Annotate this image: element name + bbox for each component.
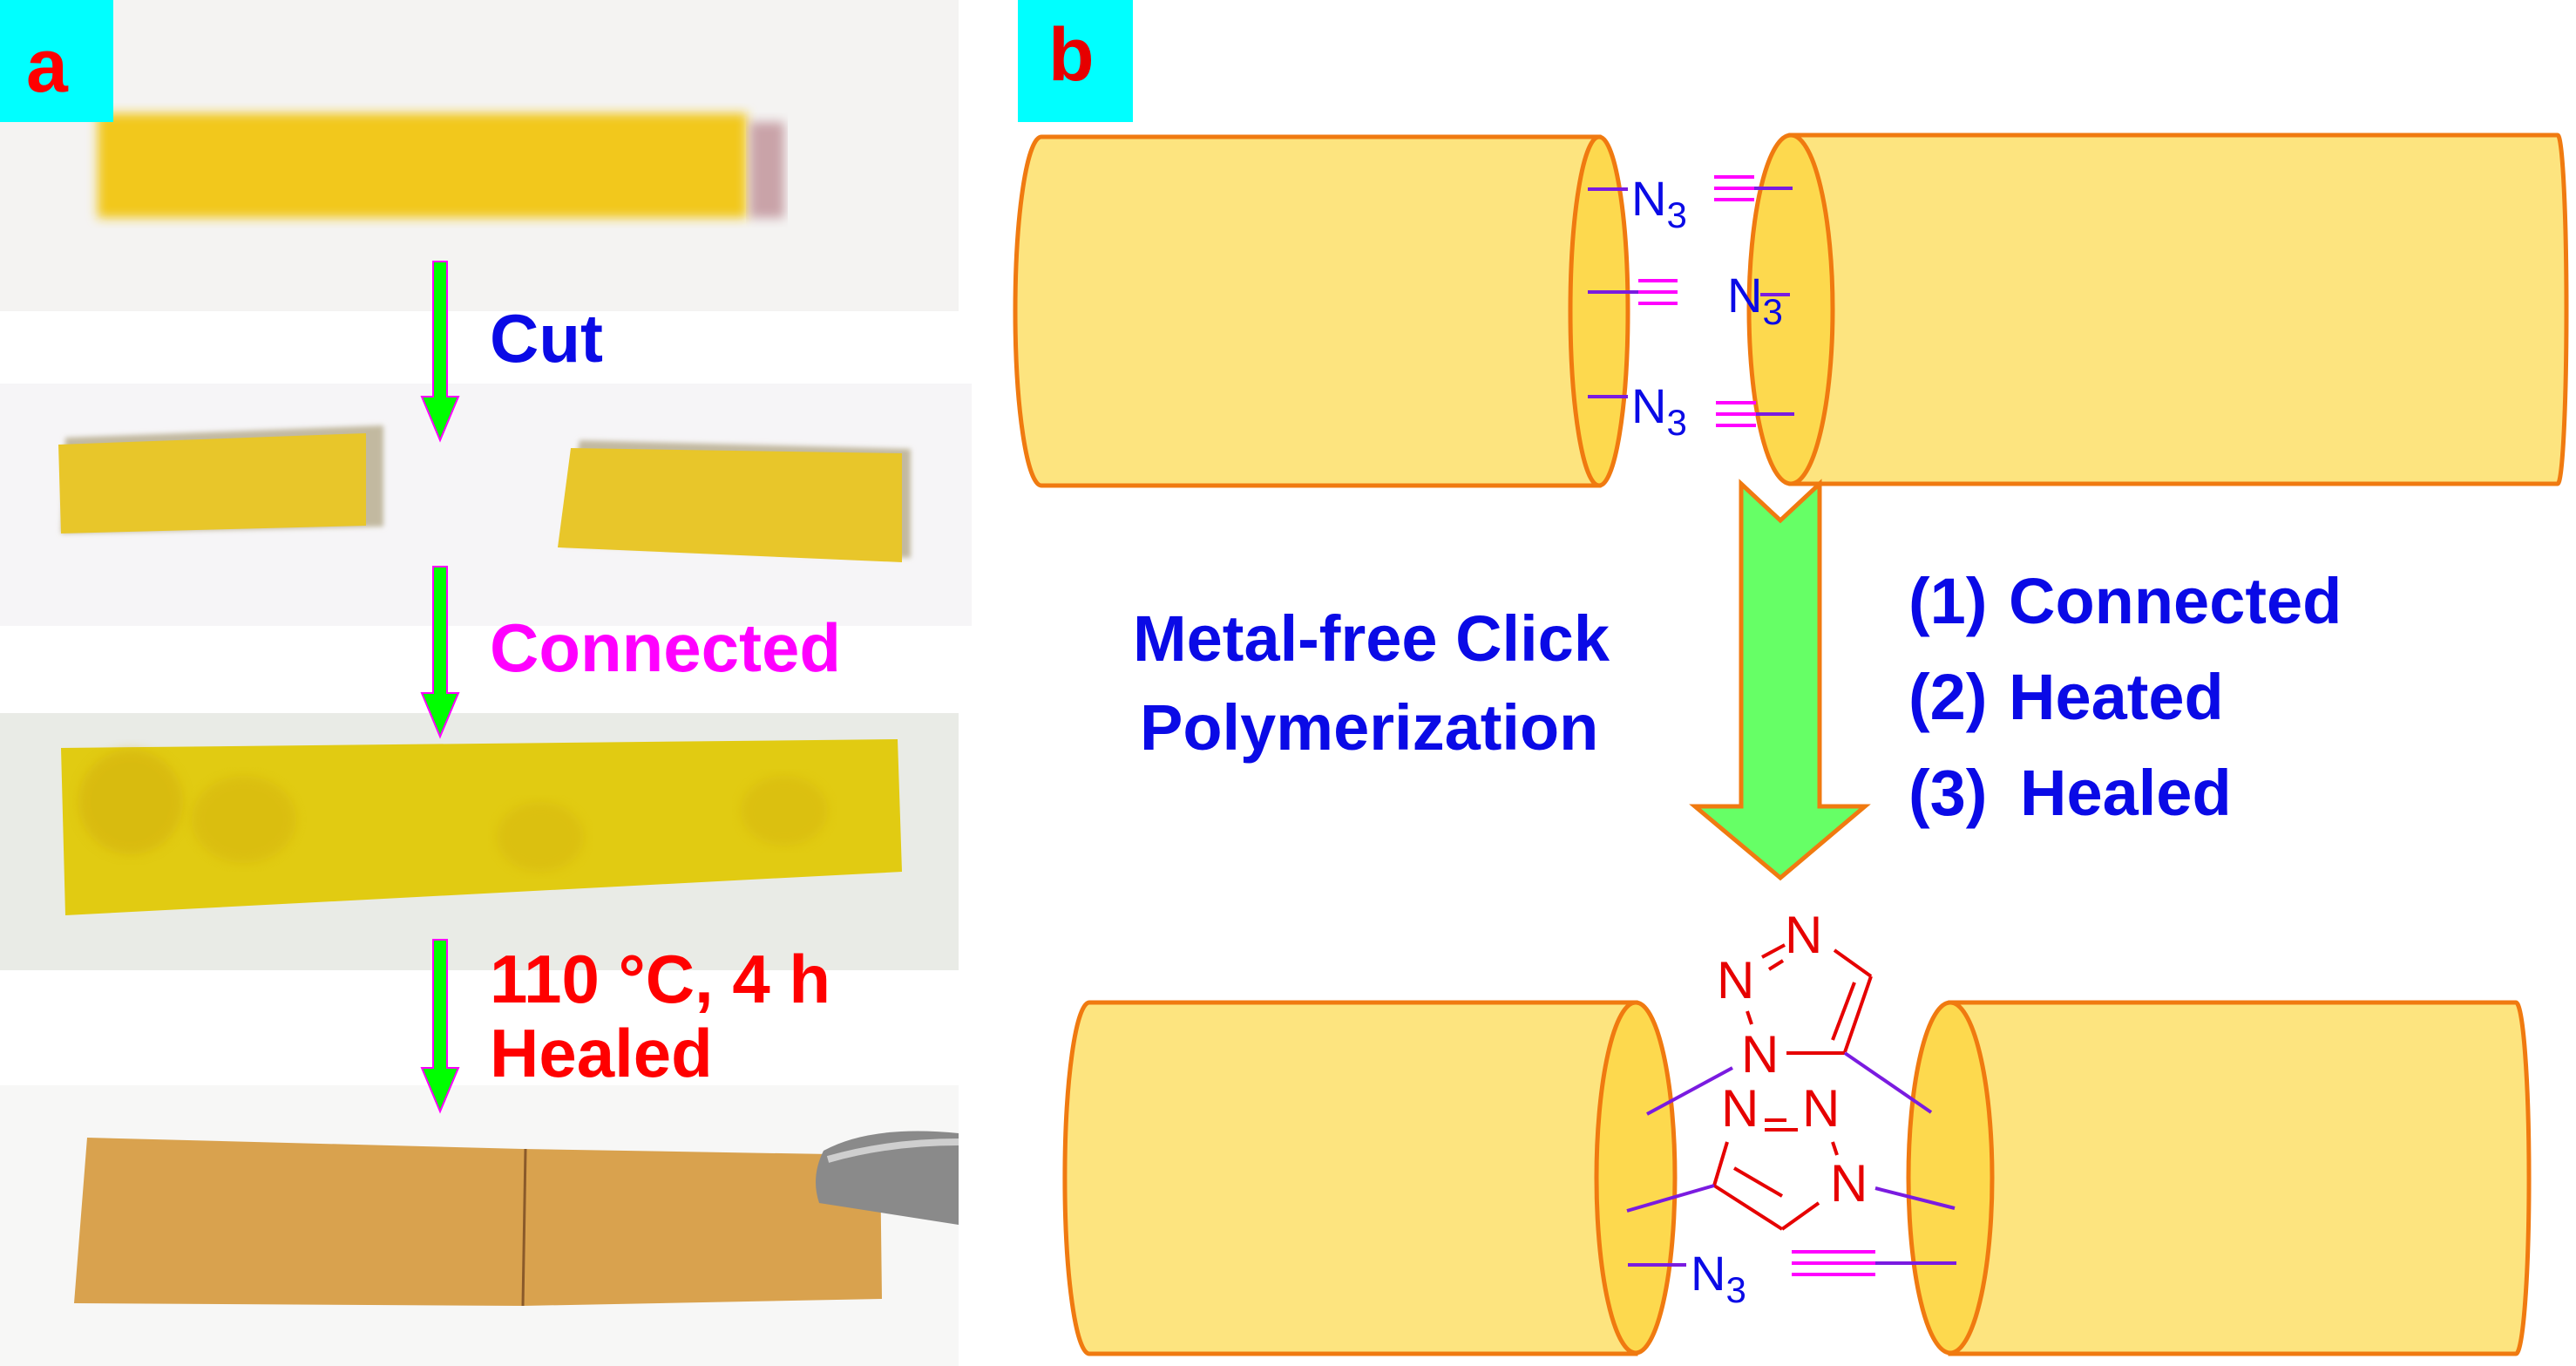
healed-sample [74,1138,882,1306]
tether-bonds [1626,1051,1956,1213]
process-arrow [1689,479,1871,881]
yellow-sample [98,113,747,218]
azide-label: N3 [1631,378,1687,443]
azide-label: N3 [1691,1246,1746,1310]
triazole-nitrogen: N [1741,1025,1779,1084]
top-right-groups: N3 [1714,175,1794,427]
condition-healed: Healed [2020,757,2232,829]
alkyne-icon [1714,175,1754,201]
bottom-unreacted-groups: N3 [1628,1246,1956,1310]
panel-b: b N3 N3 [1013,0,2569,1356]
panel-a: a Cut Connected 110 °C, 4 h Healed [0,0,972,1366]
step-label-temperature: 110 °C, 4 h [490,941,830,1017]
condition-number-1: (1) [1908,565,1987,637]
azide-label: N3 [1631,171,1687,235]
cylinder-top-right [1746,133,2569,486]
photo-cut-pieces [0,384,972,626]
panel-label-a-text: a [26,24,69,108]
panel-label-a: a [0,0,113,122]
process-label-line1: Metal-free Click [1133,602,1610,675]
triazole-nitrogen: N [1785,906,1822,964]
condition-number-3: (3) [1908,757,1987,829]
triazole-atoms: N N N N N N [1717,906,1868,1213]
cylinder-bottom-left [1062,1000,1678,1356]
cylinder-top-left [1013,134,1630,488]
triazole-nitrogen: N [1717,951,1754,1009]
triazole-nitrogen: N [1830,1154,1868,1213]
small-arrow-2 [420,566,460,739]
top-left-groups: N3 N3 [1588,171,1687,443]
triazole-nitrogen: N [1802,1079,1840,1138]
small-arrow-3 [420,939,460,1114]
condition-connected: Connected [2009,565,2342,637]
alkyne-icon [1716,401,1756,427]
cylinder-bottom-right [1906,1000,2532,1356]
step-label-connected: Connected [490,609,841,686]
azide-label: N3 [1727,268,1783,332]
small-arrow-1 [420,261,460,443]
triazole-structures [1712,943,1873,1231]
process-label-line2: Polymerization [1140,691,1598,764]
conditions-list: (1) Connected (2) Heated (3) Healed [1908,565,2342,829]
cut-piece-right [558,448,902,562]
condition-number-2: (2) [1908,661,1987,733]
step-label-healed: Healed [490,1015,713,1091]
condition-heated: Heated [2009,661,2224,733]
alkyne-icon [1792,1250,1875,1276]
photo-healed-sample [0,1085,959,1366]
photo-original-sample [0,0,959,311]
step-label-cut: Cut [490,300,603,377]
panel-label-b: b [1018,0,1133,122]
panel-label-b-text: b [1048,13,1095,97]
triazole-nitrogen: N [1721,1079,1759,1138]
photo-connected-sample [0,713,959,970]
cut-piece-left [58,433,366,533]
alkyne-icon [1638,279,1678,305]
